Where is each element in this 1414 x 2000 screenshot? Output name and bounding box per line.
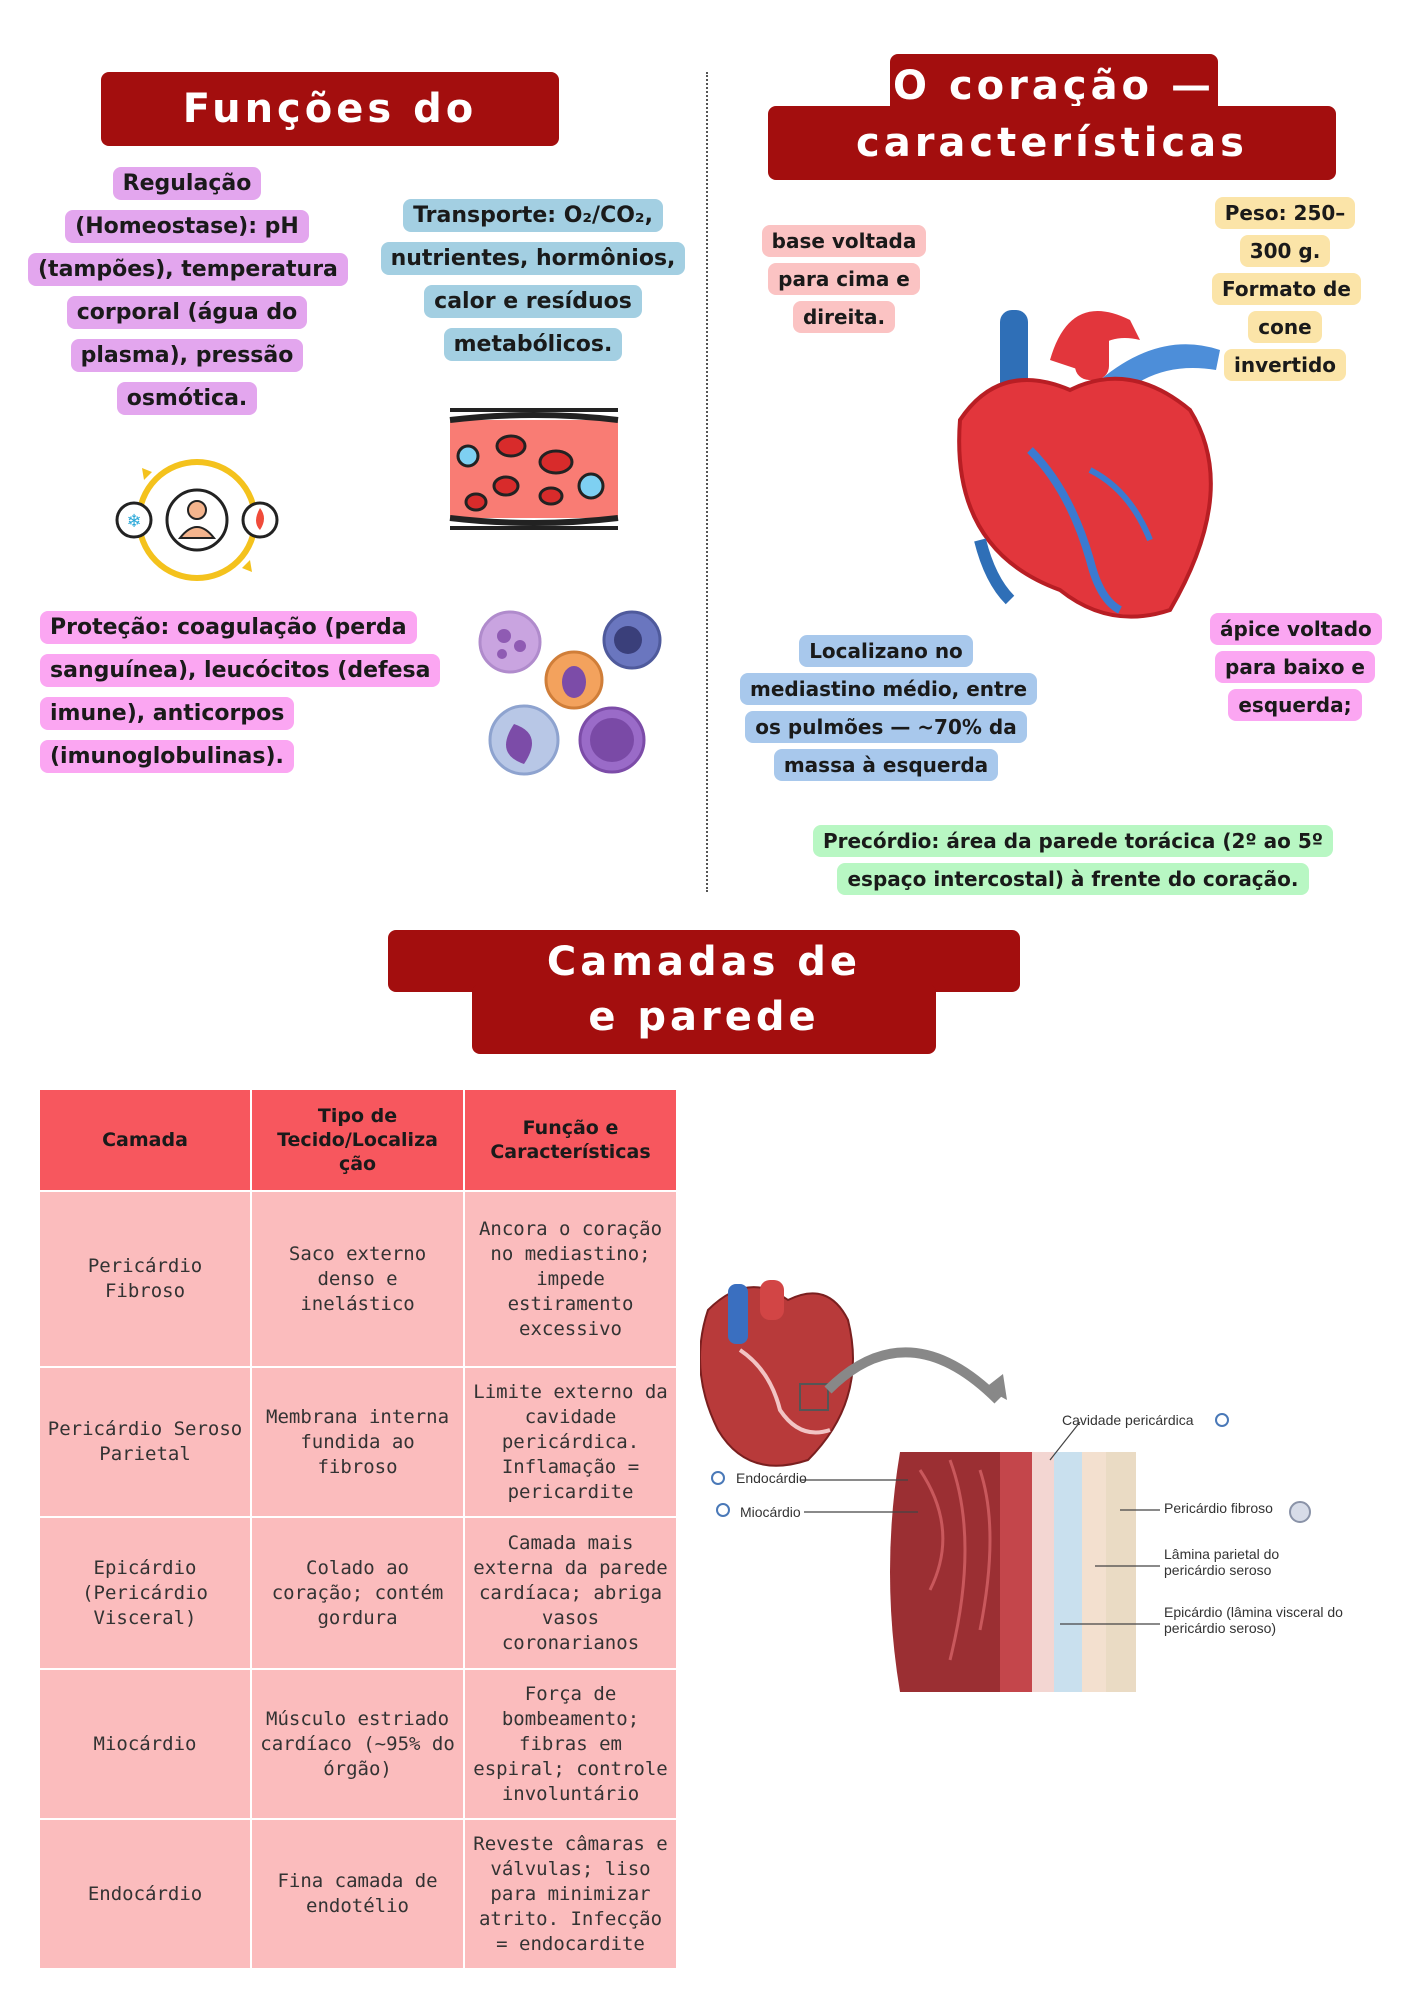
cell-layer: Epicárdio (Pericárdio Visceral) [37,1516,253,1670]
layers-table: Camada Tipo de Tecido/Localiza ção Funçã… [37,1088,678,1970]
table-header-row: Camada Tipo de Tecido/Localiza ção Funçã… [37,1088,678,1192]
cell-layer: Endocárdio [37,1818,253,1970]
header-layer: Camada [37,1088,253,1192]
header-function: Função e Características [463,1088,678,1192]
heart-title-line1: O coração — [890,54,1218,116]
regulation-note: Regulação (Homeostase): pH (tampões), te… [28,162,348,420]
cell-tissue: Fina camada de endotélio [250,1818,466,1970]
endocardium-label: Endocárdio [736,1470,807,1486]
location-note: Localizano no mediastino médio, entre os… [740,632,1038,784]
leukocytes-icon [478,610,662,776]
svg-text:❄: ❄ [126,511,141,532]
column-divider [706,72,708,892]
cell-function: Ancora o coração no mediastino; impede e… [463,1190,678,1368]
heart-wall-diagram [700,1280,1311,1692]
cell-function: Camada mais externa da parede cardíaca; … [463,1516,678,1670]
layers-title: Camadas de revestimento e parede cardíac… [388,930,1020,1106]
table-row: Pericárdio Seroso Parietal Membrana inte… [37,1366,678,1518]
heart-title: O coração — características gerais [768,54,1336,240]
blood-functions-title: Funções do sangue [101,72,559,206]
cell-layer: Miocárdio [37,1668,253,1820]
fibrous-label: Pericárdio fibroso [1164,1500,1273,1516]
cell-layer: Pericárdio Fibroso [37,1190,253,1368]
apex-note: ápice voltado para baixo e esquerda; [1210,610,1382,724]
cell-function: Limite externo da cavidade pericárdica. … [463,1366,678,1518]
table-row: Pericárdio Fibroso Saco externo denso e … [37,1190,678,1368]
base-note: base voltada para cima e direita. [760,222,928,336]
epicardium-label: Epicárdio (lâmina visceral do pericárdio… [1164,1604,1343,1636]
heart-illustration [957,310,1220,619]
cavity-label: Cavidade pericárdica [1062,1412,1194,1428]
precordium-note: Precórdio: área da parede torácica (2º a… [808,822,1338,898]
homeostasis-cycle-icon: ❄ [115,459,279,581]
cell-layer: Pericárdio Seroso Parietal [37,1366,253,1518]
table-row: Miocárdio Músculo estriado cardíaco (~95… [37,1668,678,1820]
layers-title-line1: Camadas de revestimento [388,930,1020,1049]
cell-tissue: Músculo estriado cardíaco (~95% do órgão… [250,1668,466,1820]
parietal-label: Lâmina parietal do pericárdio seroso [1164,1546,1280,1578]
cell-tissue: Colado ao coração; contém gordura [250,1516,466,1670]
cell-tissue: Membrana interna fundida ao fibroso [250,1366,466,1518]
layers-title-line2: e parede cardíaca [472,984,936,1106]
table-row: Epicárdio (Pericárdio Visceral) Colado a… [37,1516,678,1670]
protection-note: Proteção: coagulação (perda sanguínea), … [40,606,441,778]
heart-title-line2: características gerais [768,106,1336,240]
myocardium-label: Miocárdio [740,1504,801,1520]
header-tissue: Tipo de Tecido/Localiza ção [250,1088,466,1192]
cell-tissue: Saco externo denso e inelástico [250,1190,466,1368]
blood-vessel-icon [449,408,619,530]
cell-function: Força de bombeamento; fibras em espiral;… [463,1668,678,1820]
table-row: Endocárdio Fina camada de endotélio Reve… [37,1818,678,1970]
transport-note: Transporte: O₂/CO₂, nutrientes, hormônio… [378,194,688,366]
weight-note: Peso: 250–300 g. Formato de cone inverti… [1212,194,1361,384]
cell-function: Reveste câmaras e válvulas; liso para mi… [463,1818,678,1970]
